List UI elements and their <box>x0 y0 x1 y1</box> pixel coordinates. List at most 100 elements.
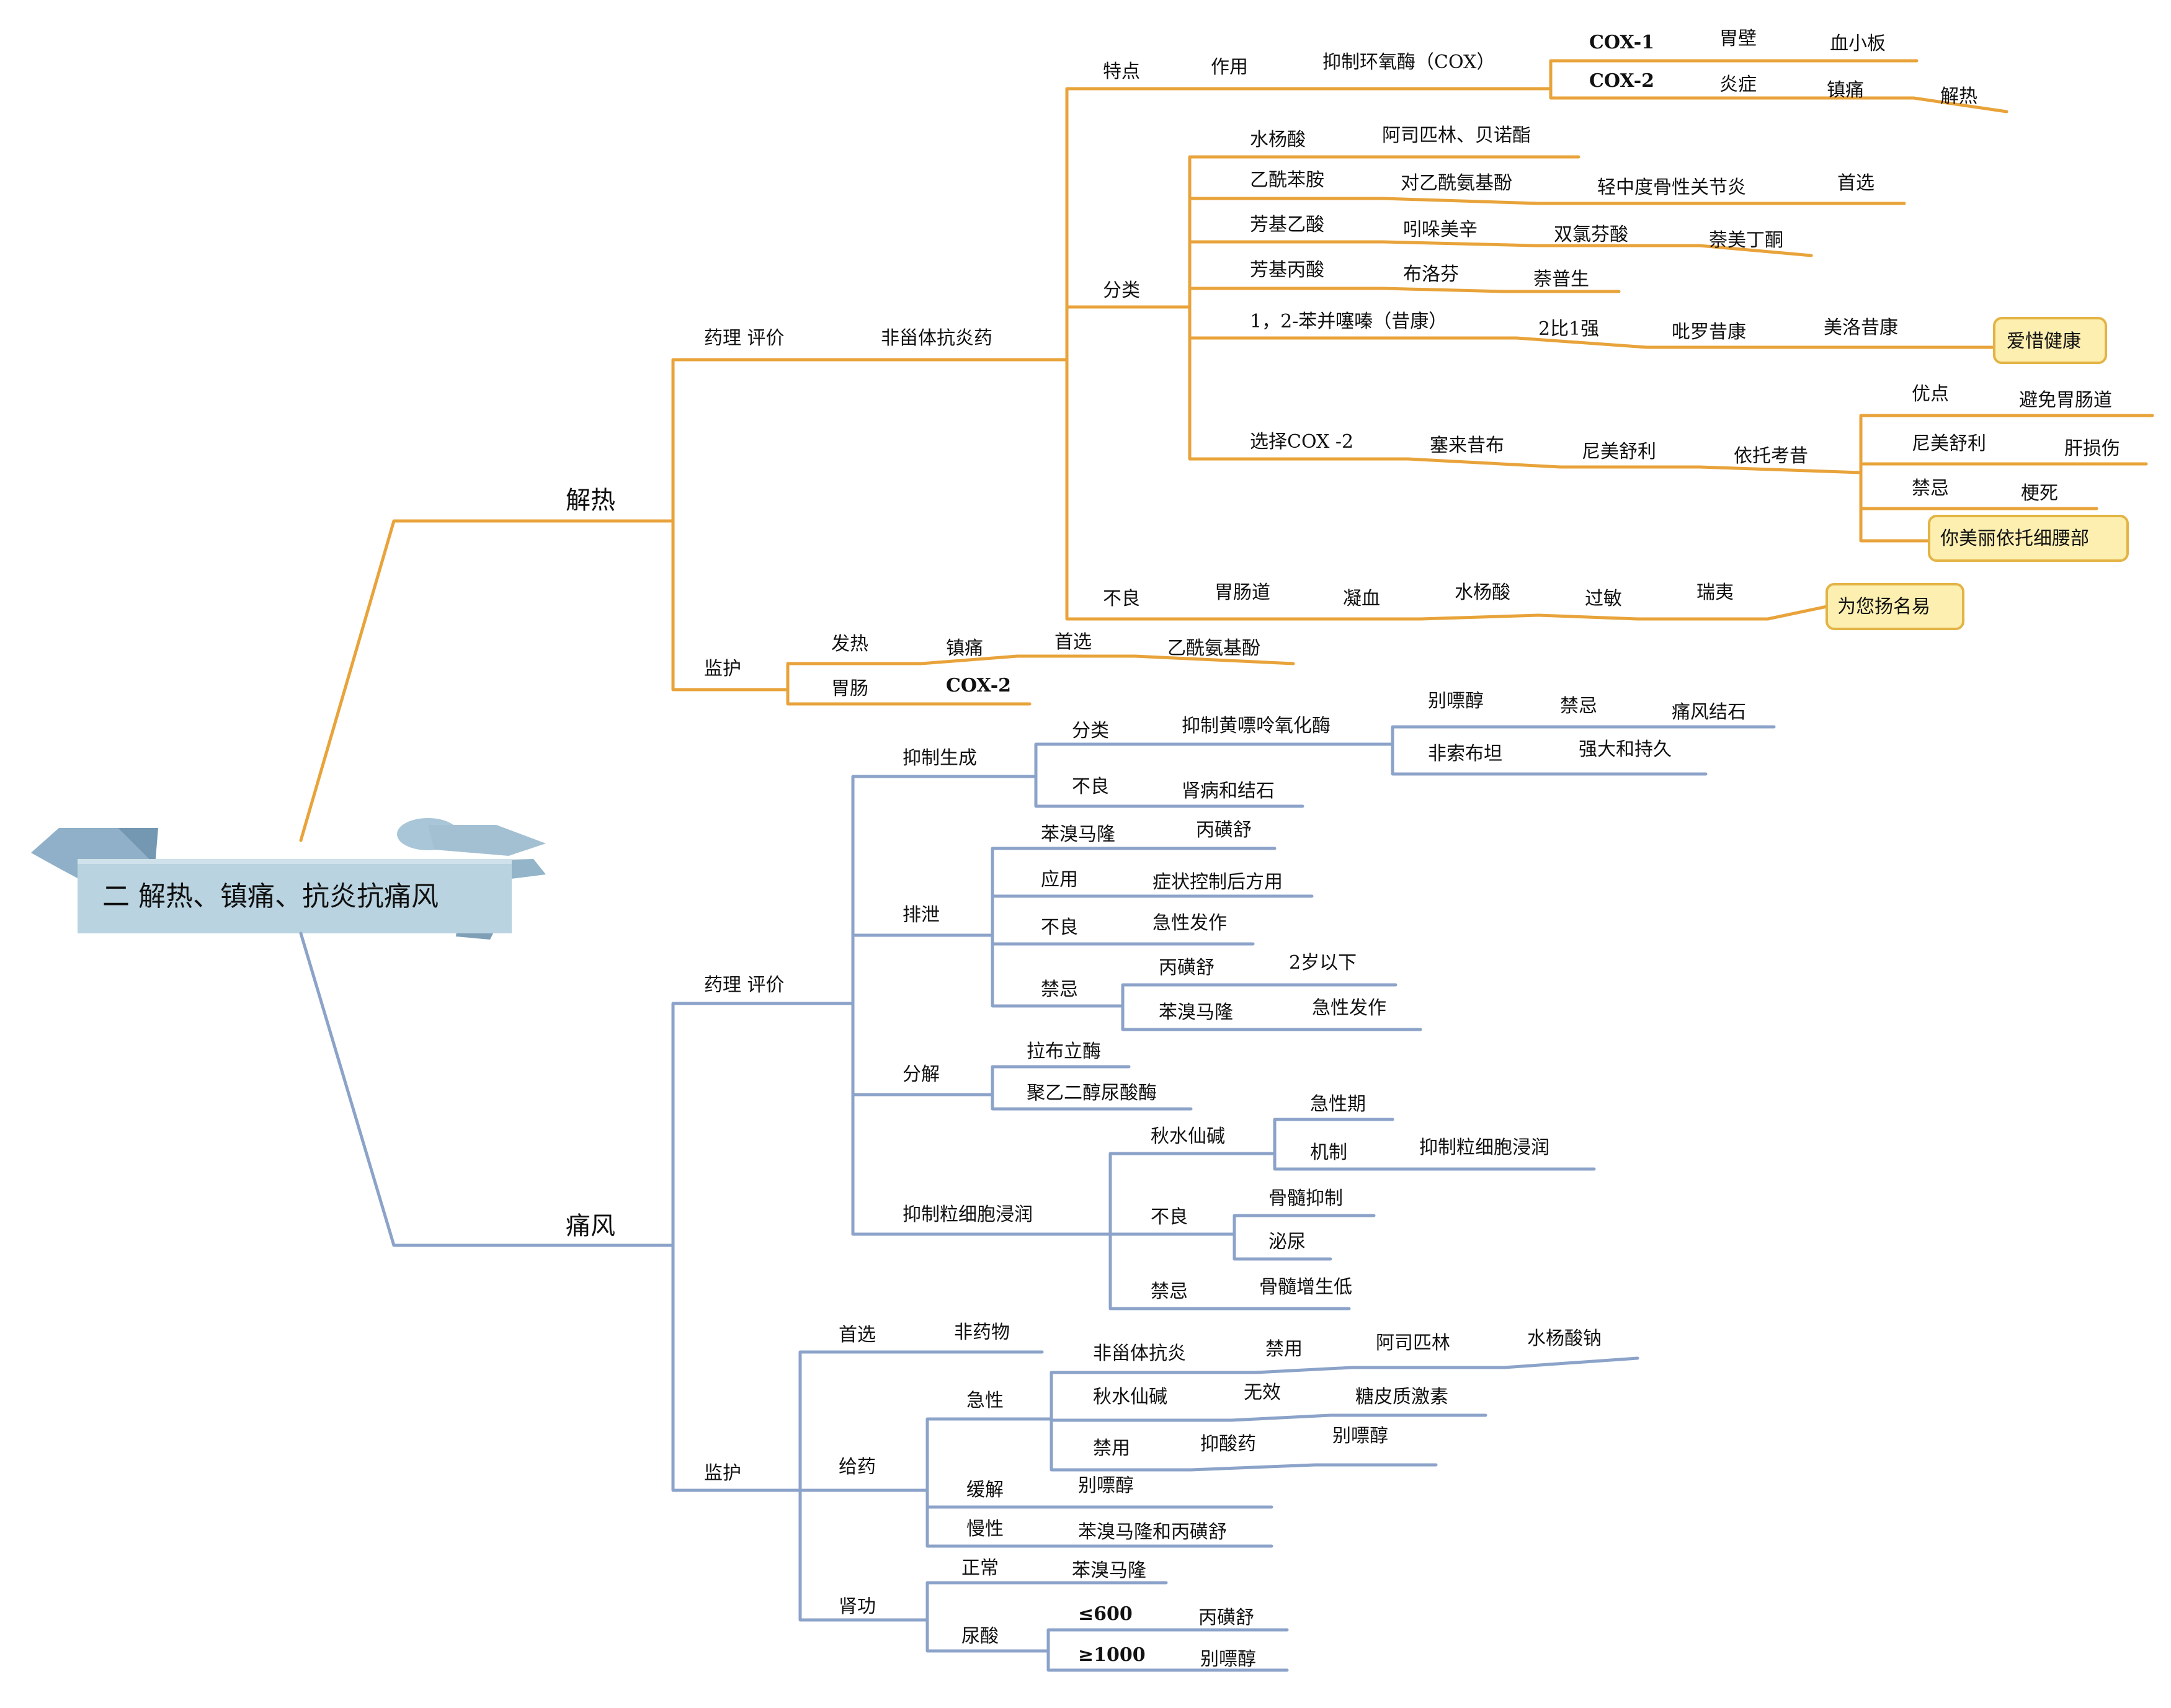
gout-under-2: 2岁以下 <box>1289 952 1357 974</box>
gout-le600: ≤600 <box>1078 1603 1133 1625</box>
fever-antipyretic: 解热 <box>1940 86 1977 107</box>
fever-advantage: 优点 <box>1912 383 1949 405</box>
gout-acute: 急性 <box>966 1390 1004 1412</box>
fever-connectors <box>299 59 2154 842</box>
fever-two-over-one: 2比1强 <box>1538 318 1599 340</box>
fever-avoid-gi: 避免胃肠道 <box>2019 389 2112 411</box>
gout-aspirin: 阿司匹林 <box>1376 1332 1450 1354</box>
gout-low-marrow: 骨髓增生低 <box>1259 1276 1352 1298</box>
gout-monitor: 监护 <box>704 1462 741 1484</box>
callout-reye-label: 为您扬名易 <box>1837 596 1930 618</box>
gout-labels: 痛风 药理 评价 抑制生成 分类 抑制黄嘌呤氧化酶 别嘌醇 禁忌 痛风结石 非索… <box>566 690 1746 1670</box>
gout-probenecid2: 丙磺舒 <box>1159 957 1215 979</box>
fever-inhibit-cox: 抑制环氧酶（COX） <box>1322 51 1495 73</box>
fever-inflammation: 炎症 <box>1719 74 1757 96</box>
fever-mild-oa: 轻中度骨性关节炎 <box>1597 177 1746 198</box>
callout-aixi-box[interactable] <box>1993 317 2107 364</box>
fever-labels: 解热 药理 评价 非甾体抗炎药 特点 作用 抑制环氧酶（COX） COX-1 胃… <box>566 28 2120 700</box>
gout-nsaid: 非甾体抗炎 <box>1093 1343 1186 1364</box>
fever-nimesulide2: 尼美舒利 <box>1912 433 1986 455</box>
gout-allopurinol: 别嘌醇 <box>1428 690 1484 712</box>
fever-celecoxib: 塞来昔布 <box>1430 435 1504 456</box>
fever-nimesulide: 尼美舒利 <box>1582 441 1656 463</box>
gout-renal-function: 肾功 <box>839 1596 876 1617</box>
gout-chronic: 慢性 <box>966 1518 1004 1540</box>
gout-probenecid3: 丙磺舒 <box>1198 1607 1254 1629</box>
fever-selective-cox2: 选择COX -2 <box>1250 431 1353 453</box>
gout-first-choice: 首选 <box>839 1324 876 1346</box>
fever-monitor: 监护 <box>704 658 741 680</box>
fever-nabumetone: 萘美丁酮 <box>1709 229 1783 251</box>
gout-banned: 禁用 <box>1265 1338 1303 1360</box>
gout-inhibit-gen: 抑制生成 <box>903 747 977 769</box>
fever-etoricoxib: 依托考昔 <box>1734 445 1808 467</box>
fever-piroxicam: 吡罗昔康 <box>1672 321 1746 343</box>
fever-liver-damage: 肝损伤 <box>2064 438 2120 460</box>
fever-arylacetic: 芳基乙酸 <box>1250 214 1324 236</box>
gout-acute-attack2: 急性发作 <box>1312 997 1386 1019</box>
gout-antacid: 抑酸药 <box>1200 1433 1256 1455</box>
gout-mechanism: 机制 <box>1310 1142 1347 1163</box>
fever-coagulation: 凝血 <box>1343 588 1380 610</box>
gout-febuxostat: 非索布坦 <box>1428 743 1502 765</box>
gout-allopurinol3: 别嘌醇 <box>1078 1475 1134 1497</box>
fever-naproxen: 萘普生 <box>1533 269 1589 290</box>
fever-pharm: 药理 评价 <box>704 327 785 349</box>
fever-fever-item: 发热 <box>831 633 868 655</box>
gout-allopurinol4: 别嘌醇 <box>1200 1648 1256 1670</box>
gout-pegloticase: 聚乙二醇尿酸酶 <box>1027 1082 1157 1104</box>
gout-banned2: 禁用 <box>1093 1438 1130 1459</box>
gout-excretion: 排泄 <box>903 904 940 926</box>
fever-contraindication: 禁忌 <box>1912 478 1949 499</box>
fever-salicylic: 水杨酸 <box>1250 129 1306 151</box>
fever-salicylic2: 水杨酸 <box>1455 582 1510 603</box>
fever-feature: 特点 <box>1103 61 1140 82</box>
fever-nsaid: 非甾体抗炎药 <box>881 327 992 349</box>
gout-connectors <box>299 725 1776 1672</box>
callout-etori-box[interactable] <box>1928 515 2129 562</box>
fever-analgesia: 镇痛 <box>1827 79 1864 101</box>
fever-ibuprofen: 布洛芬 <box>1403 264 1459 285</box>
gout-adverse: 不良 <box>1072 776 1109 798</box>
fever-stomach-wall: 胃壁 <box>1719 28 1757 50</box>
gout-after-control: 症状控制后方用 <box>1152 871 1283 893</box>
fever-cox1: COX-1 <box>1589 32 1654 53</box>
gout-dosing: 给药 <box>839 1456 876 1478</box>
callout-reye-box[interactable] <box>1826 583 1964 630</box>
fever-callouts <box>1826 317 2129 630</box>
fever-infarction: 梗死 <box>2021 483 2058 504</box>
fever-meloxicam: 美洛昔康 <box>1824 317 1898 339</box>
gout-allopurinol2: 别嘌醇 <box>1332 1425 1388 1447</box>
gout-remission: 缓解 <box>966 1479 1004 1501</box>
gout-uric-acid: 尿酸 <box>961 1626 999 1647</box>
fever-platelet: 血小板 <box>1830 33 1886 55</box>
fever-diclofenac: 双氯芬酸 <box>1554 224 1628 246</box>
main-fever: 解热 <box>566 486 615 515</box>
gout-benzbromarone2: 苯溴马隆 <box>1159 1002 1233 1023</box>
fever-action: 作用 <box>1211 56 1248 78</box>
main-gout: 痛风 <box>566 1212 615 1240</box>
fever-first-choice: 首选 <box>1837 172 1875 194</box>
gout-renal-stone: 肾病和结石 <box>1182 780 1275 802</box>
gout-probenecid: 丙磺舒 <box>1196 819 1252 841</box>
fever-gi: 胃肠 <box>831 678 868 700</box>
gout-pharm: 药理 评价 <box>704 974 785 996</box>
gout-benzbromarone: 苯溴马隆 <box>1041 824 1115 845</box>
gout-contraindication3: 禁忌 <box>1151 1281 1188 1302</box>
gout-adverse2: 不良 <box>1041 917 1078 938</box>
gout-contraindication2: 禁忌 <box>1041 979 1078 1000</box>
fever-gi-tract: 胃肠道 <box>1215 582 1270 603</box>
fever-cox2: COX-2 <box>1589 70 1654 92</box>
callout-aixi-label: 爱惜健康 <box>2007 331 2081 352</box>
gout-benz-prob: 苯溴马隆和丙磺舒 <box>1078 1521 1227 1543</box>
fever-benzothiazine: 1，2-苯并噻嗪（昔康） <box>1250 311 1447 332</box>
root-label: 二 解热、镇痛、抗炎抗痛风 <box>102 881 439 912</box>
gout-urination: 泌尿 <box>1268 1231 1306 1253</box>
gout-inhibit-xo: 抑制黄嘌呤氧化酶 <box>1182 715 1331 737</box>
gout-glucocorticoid: 糖皮质激素 <box>1355 1386 1448 1408</box>
gout-normal: 正常 <box>961 1557 999 1579</box>
gout-colchicine: 秋水仙碱 <box>1151 1126 1225 1147</box>
gout-inhibit-gran2: 抑制粒细胞浸润 <box>1419 1137 1549 1159</box>
